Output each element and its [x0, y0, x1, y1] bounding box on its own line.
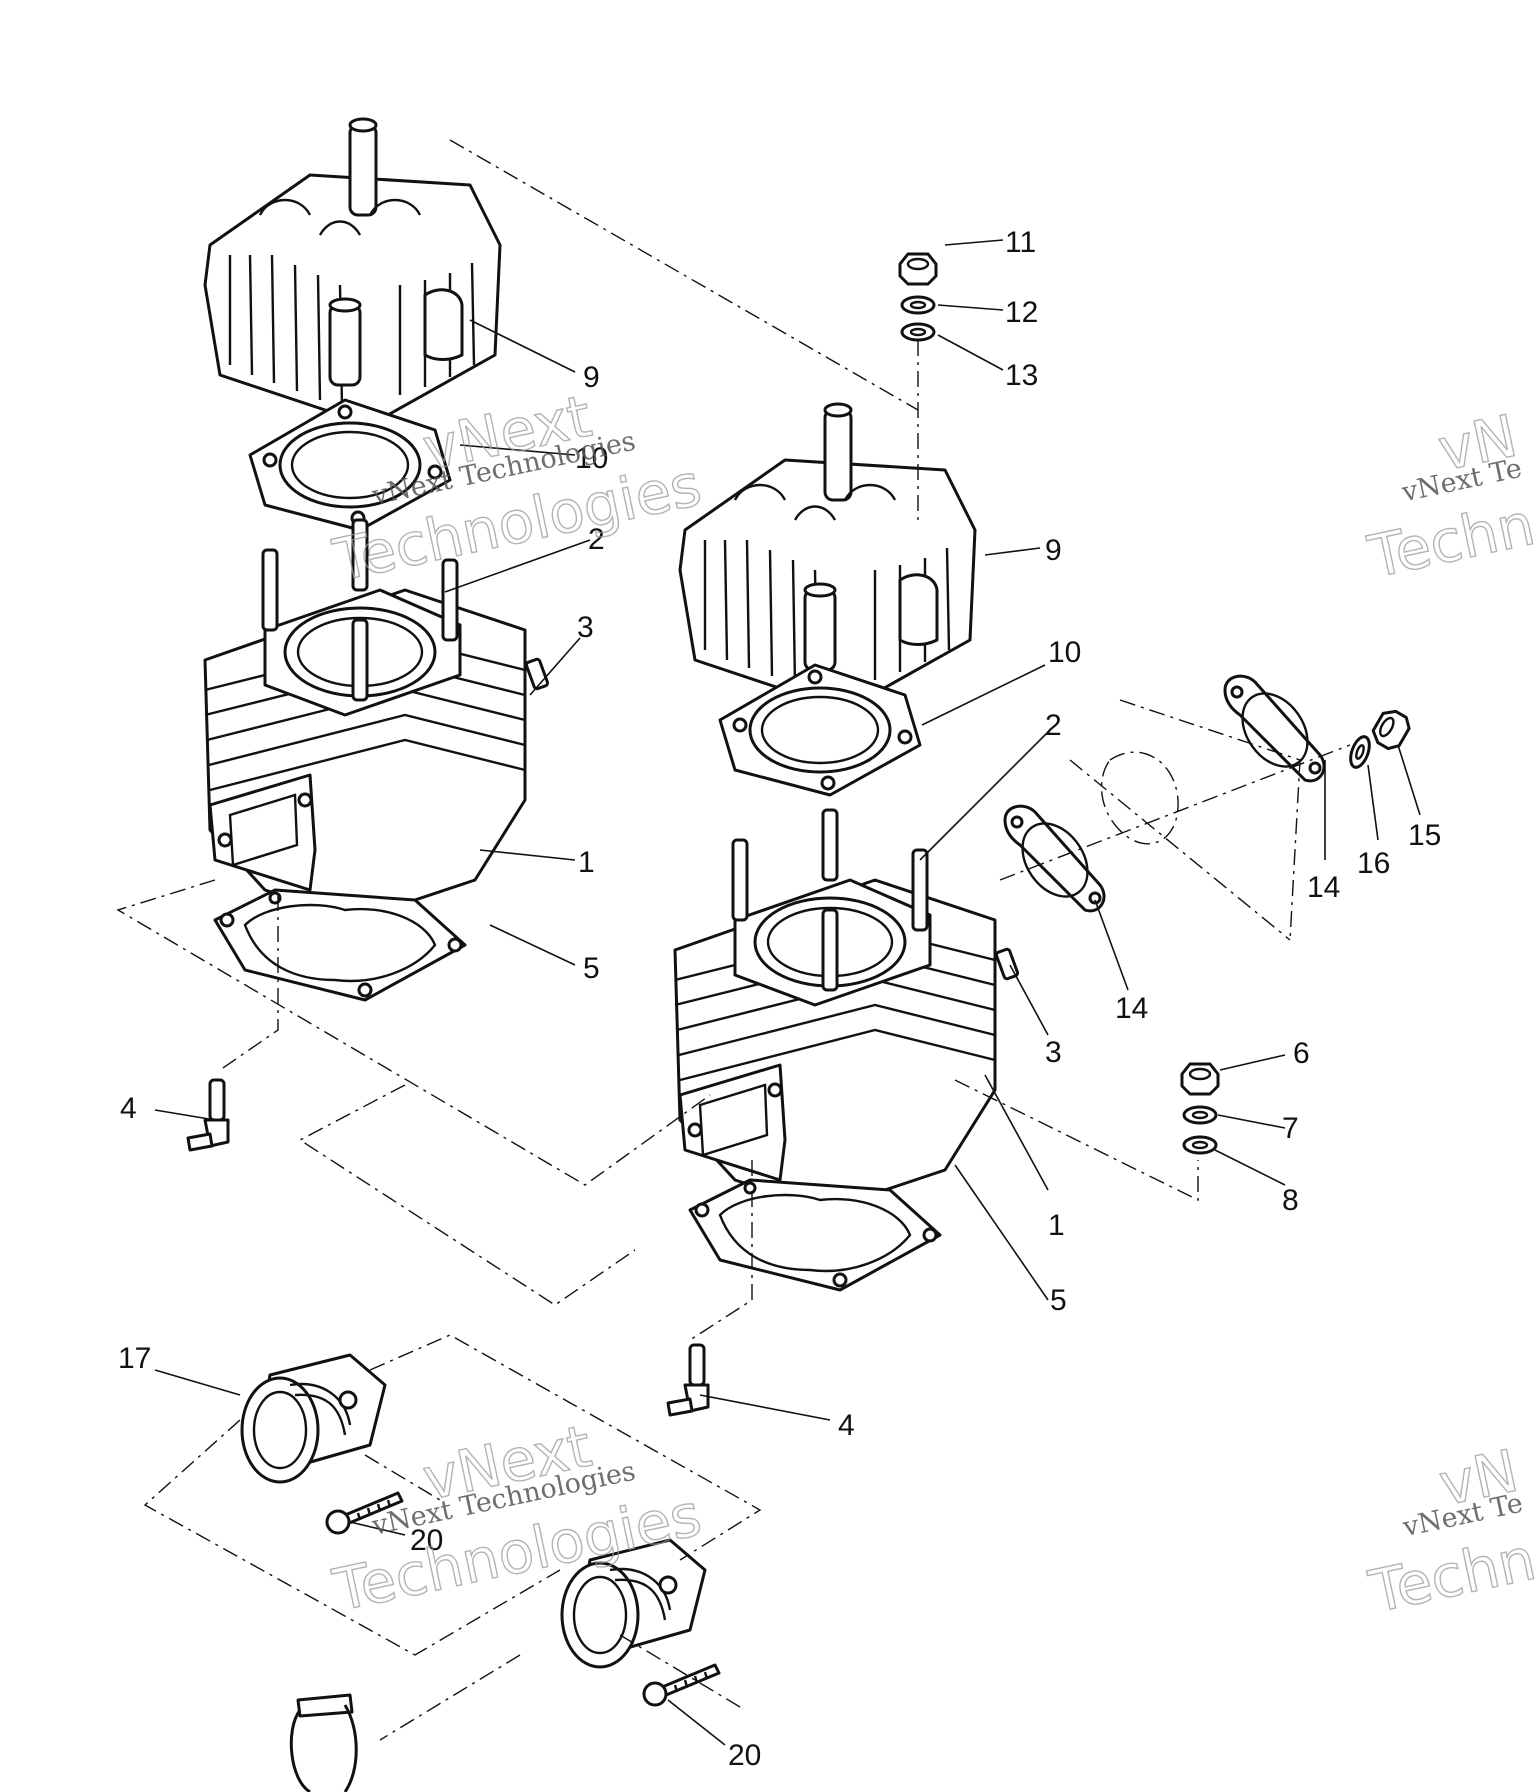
callout-14-a: 14 — [1307, 871, 1340, 904]
alignment-lines — [116, 139, 1351, 1741]
exhaust-phantom — [1100, 751, 1179, 845]
callout-7: 7 — [1282, 1112, 1299, 1145]
callout-13: 13 — [1005, 359, 1038, 392]
callout-10-right: 10 — [1048, 636, 1081, 669]
cylinder-head-left — [203, 117, 502, 427]
lock-washer-12 — [900, 295, 936, 315]
watermark-edge-big-1: vN — [1434, 1437, 1524, 1520]
lock-washer-7 — [1182, 1105, 1218, 1125]
callout-1-right: 1 — [1048, 1209, 1065, 1242]
callout-2-left: 2 — [588, 523, 605, 556]
callout-6: 6 — [1293, 1037, 1310, 1070]
callout-17: 17 — [118, 1342, 151, 1375]
clamp — [289, 1693, 358, 1792]
callout-8: 8 — [1282, 1184, 1299, 1217]
washer-8 — [1182, 1135, 1218, 1155]
callout-1-left: 1 — [578, 846, 595, 879]
watermark-edge-big-1: vN — [1433, 402, 1523, 485]
callout-15: 15 — [1408, 819, 1441, 852]
callout-4-right: 4 — [838, 1409, 855, 1442]
exhaust-gasket-b — [1223, 674, 1326, 783]
watermark-edge-top: vN Techn vNext Te — [1362, 401, 1536, 592]
washer-13 — [900, 322, 936, 342]
nut-6 — [1180, 1062, 1220, 1096]
callout-10-left: 10 — [575, 442, 608, 475]
callout-20-a: 20 — [410, 1524, 443, 1557]
callout-14-b: 14 — [1115, 992, 1148, 1025]
watermark-edge-big-2: Techn — [1363, 1525, 1536, 1626]
callout-11: 11 — [1005, 226, 1036, 259]
base-gasket-left — [213, 888, 467, 1002]
bolt-20-b — [642, 1663, 721, 1707]
cylinder-right — [673, 808, 1020, 1212]
watermark-edge-bottom: vN Techn vNext Te — [1363, 1436, 1536, 1627]
callout-16: 16 — [1357, 847, 1390, 880]
watermark-edge-big-2: Techn — [1362, 490, 1536, 591]
leader-lines — [154, 239, 1421, 1746]
cylinder-head-right — [678, 402, 977, 712]
washer-16 — [1345, 732, 1375, 772]
nut-11 — [898, 252, 938, 286]
fitting-left — [186, 1078, 230, 1152]
callout-9-right: 9 — [1045, 534, 1062, 567]
callout-12: 12 — [1005, 296, 1038, 329]
callout-5-left: 5 — [583, 952, 600, 985]
callout-20-b: 20 — [728, 1739, 761, 1772]
base-gasket-right — [688, 1178, 942, 1292]
callout-5-right: 5 — [1050, 1284, 1067, 1317]
callout-numbers: 9 10 2 3 1 5 4 11 12 13 9 10 2 14 16 15 … — [118, 226, 1441, 1772]
intake-boot-17 — [240, 1353, 387, 1484]
callout-3-right: 3 — [1045, 1036, 1062, 1069]
callout-9-left: 9 — [583, 361, 600, 394]
exhaust-gasket-a — [1003, 804, 1106, 913]
callout-2-right: 2 — [1045, 709, 1062, 742]
fitting-right — [666, 1343, 710, 1417]
nut-15 — [1367, 704, 1415, 755]
callout-3-left: 3 — [577, 611, 594, 644]
callout-4-left: 4 — [120, 1092, 137, 1125]
